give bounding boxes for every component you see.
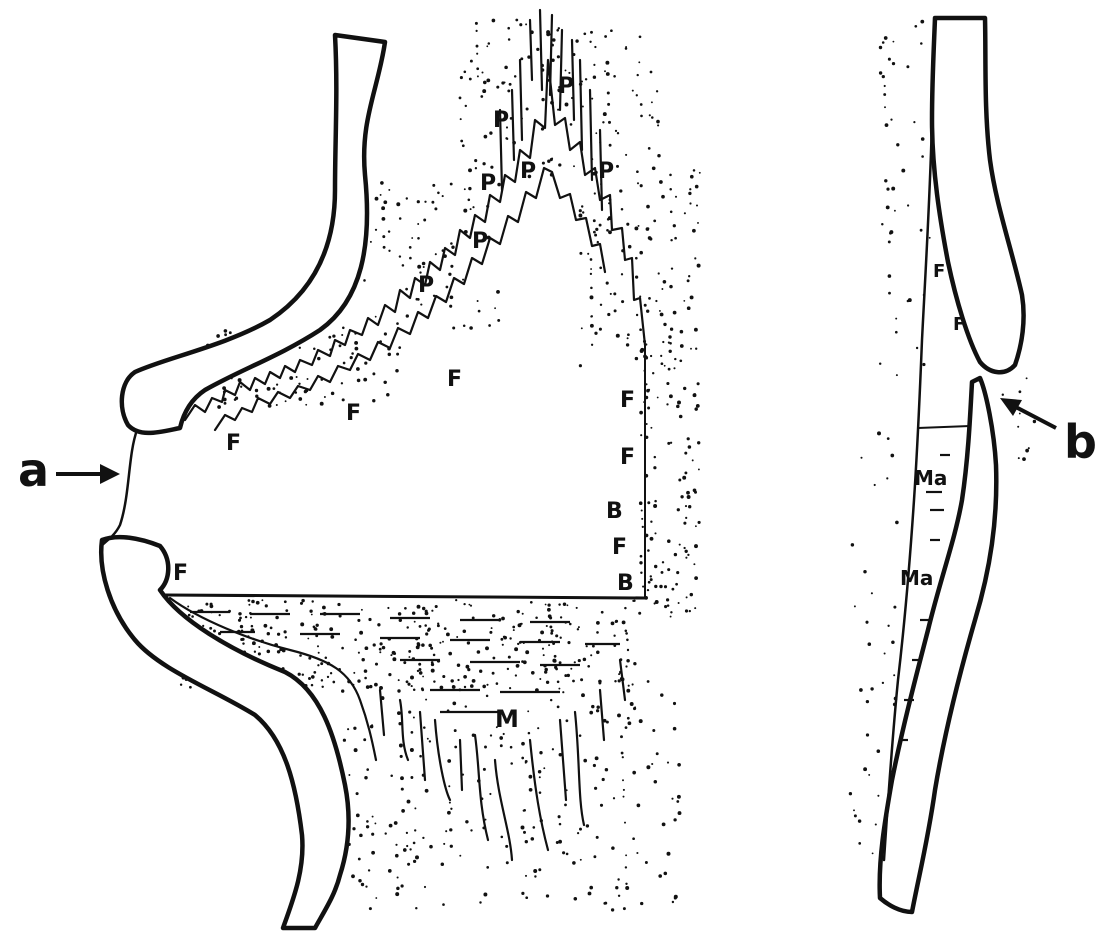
label-B-2: B (617, 571, 634, 596)
panel-b: F F Ma Ma b (849, 18, 1095, 912)
upper-rock-wall (122, 35, 385, 433)
callout-b-label: b (1064, 415, 1095, 469)
pool-surface-line (165, 595, 645, 598)
cave-mouth-outline (102, 430, 137, 545)
label-F-b-1: F (933, 261, 945, 282)
callout-a-arrow-icon (56, 464, 120, 484)
label-B-1: B (606, 499, 623, 524)
lower-rock-wall-b (880, 378, 997, 912)
label-F-6: F (612, 535, 627, 560)
label-F-3: F (226, 431, 241, 456)
label-P-2: P (493, 108, 509, 133)
label-F-7: F (173, 561, 188, 586)
callout-b-arrow-icon (1000, 398, 1056, 428)
label-F-1: F (447, 367, 462, 392)
callout-a-label: a (18, 443, 49, 497)
label-P-1: P (558, 74, 574, 99)
label-F-4: F (620, 388, 635, 413)
panel-a: P P P P P P P F F F F F B F B F M a (18, 10, 701, 928)
label-Ma-1: Ma (914, 466, 947, 490)
label-P-4: P (598, 159, 614, 184)
label-F-5: F (620, 445, 635, 470)
upper-rock-wall-b (932, 18, 1024, 372)
label-P-6: P (472, 229, 488, 254)
label-F-2: F (346, 401, 361, 426)
label-F-b-2: F (953, 314, 965, 335)
label-P-5: P (480, 171, 496, 196)
label-P-7: P (418, 273, 434, 298)
water-level-b (918, 426, 970, 428)
label-P-3: P (520, 159, 536, 184)
label-Ma-2: Ma (900, 566, 933, 590)
label-M: M (495, 705, 519, 733)
